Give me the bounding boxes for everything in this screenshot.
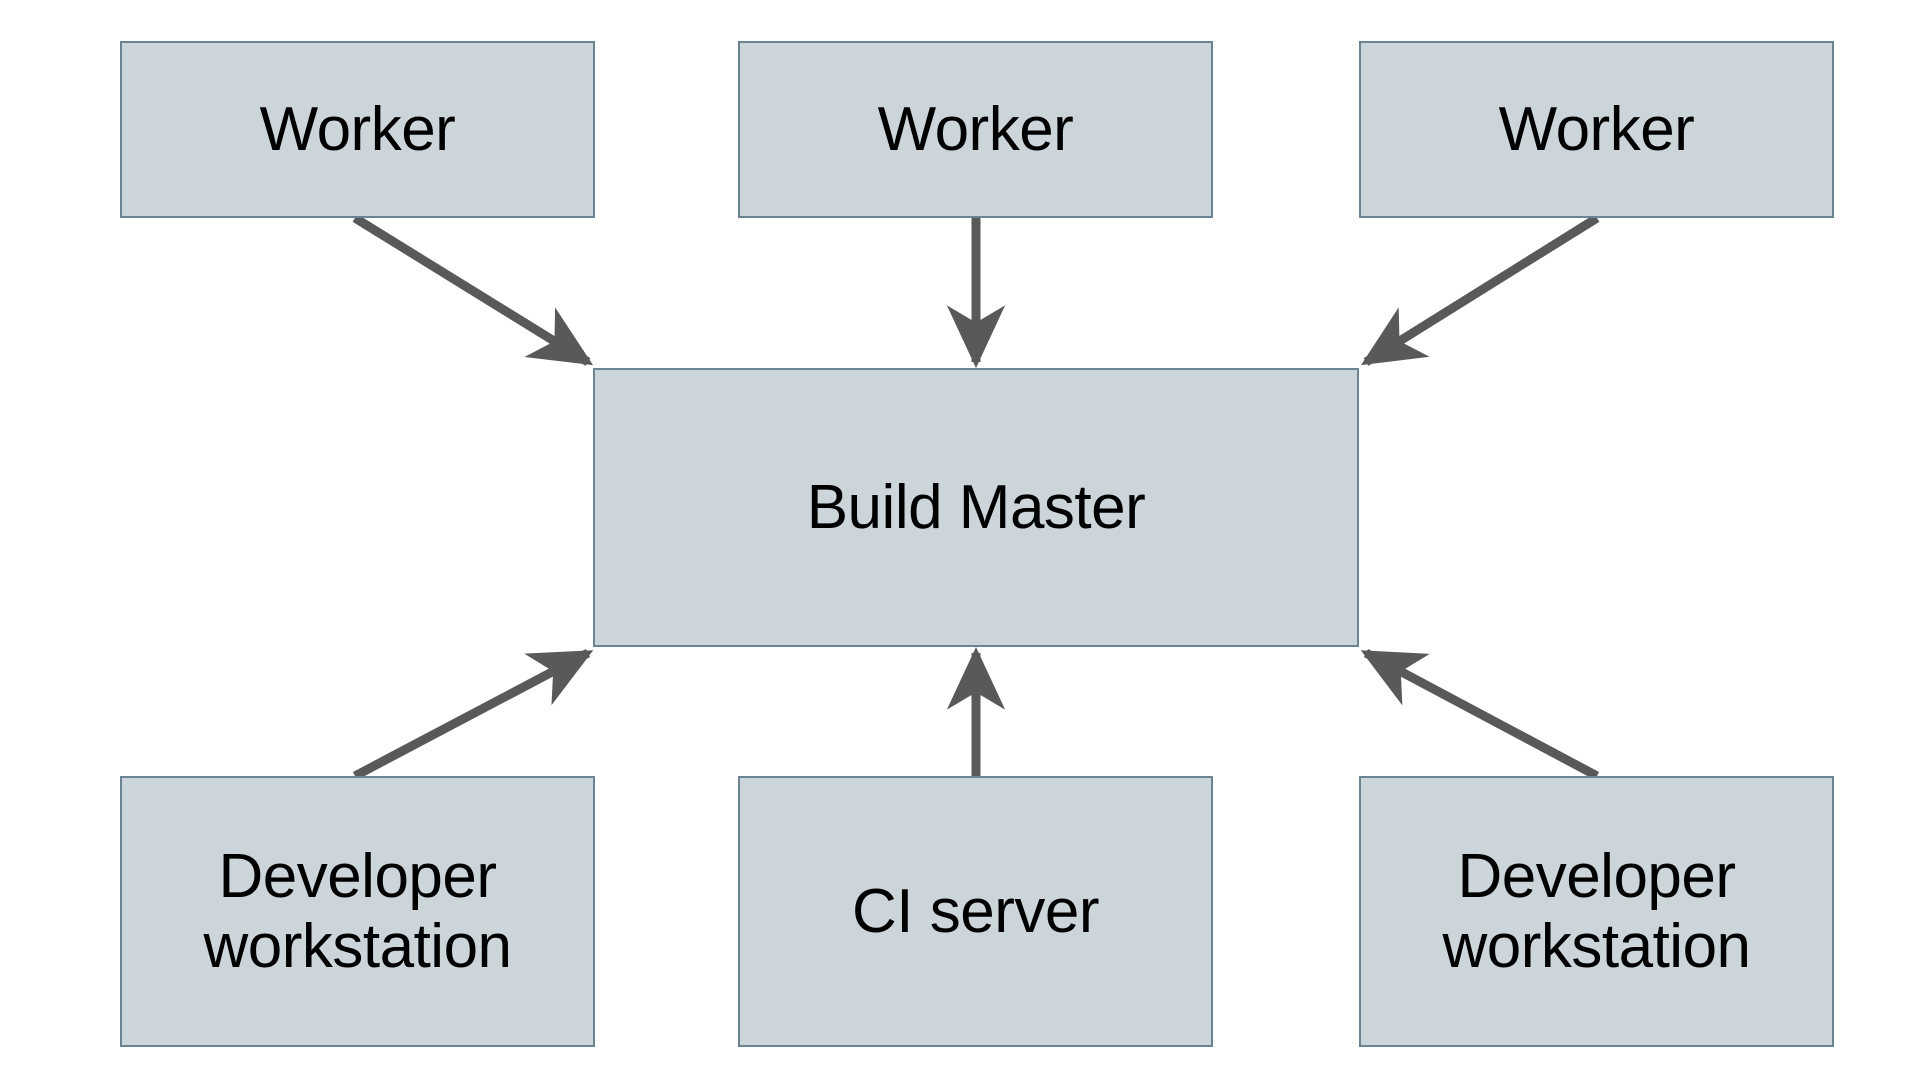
node-developer-workstation-left[interactable]: Developer workstation [120, 776, 595, 1047]
edge-dev-left-to-build-master [352, 649, 594, 780]
node-developer-workstation-right[interactable]: Developer workstation [1359, 776, 1834, 1047]
node-worker-3-label: Worker [1498, 94, 1695, 164]
node-build-master[interactable]: Build Master [593, 368, 1359, 647]
node-build-master-label: Build Master [806, 472, 1146, 542]
node-worker-3[interactable]: Worker [1359, 41, 1834, 218]
edge-dev-right-to-build-master [1360, 649, 1600, 780]
node-developer-workstation-left-label: Developer workstation [203, 842, 512, 981]
edge-worker-3-to-build-master [1360, 214, 1600, 366]
node-developer-workstation-right-label: Developer workstation [1442, 842, 1751, 981]
node-worker-1-label: Worker [259, 94, 456, 164]
node-worker-2-label: Worker [877, 94, 1074, 164]
node-ci-server-label: CI server [852, 876, 1099, 946]
edge-worker-1-to-build-master [352, 214, 594, 366]
node-worker-1[interactable]: Worker [120, 41, 595, 218]
node-ci-server[interactable]: CI server [738, 776, 1213, 1047]
node-worker-2[interactable]: Worker [738, 41, 1213, 218]
